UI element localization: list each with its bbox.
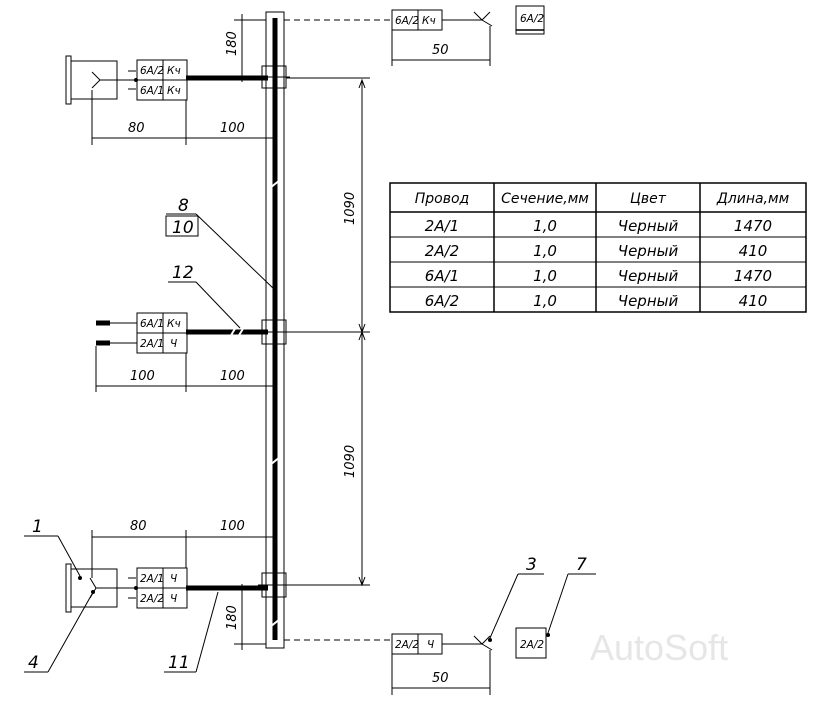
middle-left-branch: 6А/1 Кч 2А/1 Ч [96, 312, 268, 354]
callout-7: 7 [576, 555, 587, 575]
table-header: Провод [415, 191, 469, 207]
wire-label: 2А/2 [395, 639, 419, 651]
table-cell: 1470 [734, 217, 772, 235]
wire-label: 6А/2 [140, 65, 164, 77]
callout-4: 4 [28, 653, 39, 673]
table-cell: 1,0 [533, 217, 557, 235]
dimension-text: 100 [130, 369, 155, 384]
table-cell: Черный [618, 292, 679, 310]
color-label: Ч [427, 639, 434, 651]
wire-label: 2А/1 [140, 573, 164, 585]
top-branch: 6А/2 Кч 6А/2 50 180 [225, 5, 545, 82]
main-trunk [265, 11, 390, 649]
wire-label: 6А/1 [140, 85, 164, 97]
table-cell: 6А/2 [425, 292, 459, 310]
watermark: AutoSoft [590, 627, 728, 668]
callout-8: 8 [178, 196, 189, 216]
wire-table: Провод Сечение,мм Цвет Длина,мм 2А/1 1,0… [389, 182, 807, 313]
table-cell: Черный [618, 242, 679, 260]
table-cell: Черный [618, 267, 679, 285]
vertical-1090-dimensions: 1090 1090 [286, 77, 370, 587]
upper-left-branch: 6А/2 Кч 6А/1 Кч [65, 55, 268, 105]
dimension-text: 100 [220, 369, 245, 384]
dimension-text: 50 [432, 43, 449, 58]
table-header: Длина,мм [716, 191, 790, 207]
dimension-text: 100 [220, 519, 245, 534]
table-cell: 6А/1 [425, 267, 459, 285]
callout-leaders [24, 213, 596, 673]
wire-label: 6А/1 [140, 318, 164, 330]
color-label: Кч [422, 15, 436, 27]
color-label: Кч [167, 318, 181, 330]
color-label: Ч [170, 573, 177, 585]
dimension-text: 180 [225, 31, 240, 56]
lower-left-dimensions: 80 100 [91, 519, 275, 578]
table-cell: 410 [739, 292, 768, 310]
table-header: Сечение,мм [501, 191, 589, 207]
table-cell: 410 [739, 242, 768, 260]
wire-label: 2А/2 [140, 593, 164, 605]
dimension-text: 1090 [343, 445, 358, 478]
table-cell: 1,0 [533, 242, 557, 260]
wire-label: 6А/2 [395, 15, 419, 27]
callout-11: 11 [168, 653, 190, 673]
bottom-branch: 2А/2 Ч 2А/2 50 180 [225, 584, 550, 695]
color-label: Ч [170, 338, 177, 350]
middle-left-dimensions: 100 100 [95, 346, 275, 392]
dimension-text: 50 [432, 671, 449, 686]
table-cell: Черный [618, 217, 679, 235]
color-label: Кч [167, 65, 181, 77]
color-label: Ч [170, 593, 177, 605]
table-cell: 2А/2 [425, 242, 459, 260]
table-cell: 2А/1 [425, 217, 459, 235]
middle-junction [258, 316, 370, 350]
callout-12: 12 [172, 263, 194, 283]
wire-label: 2А/1 [140, 338, 164, 350]
upper-left-dimensions: 80 100 [91, 90, 275, 145]
terminal-label: 6А/2 [520, 13, 544, 25]
terminal-label: 2А/2 [520, 639, 544, 651]
callout-10: 10 [172, 218, 194, 238]
dimension-text: 100 [220, 121, 245, 136]
table-cell: 1470 [734, 267, 772, 285]
lower-junction [258, 569, 370, 603]
table-cell: 1,0 [533, 292, 557, 310]
dimension-text: 80 [130, 519, 147, 534]
dimension-text: 180 [225, 605, 240, 630]
callout-1: 1 [32, 517, 43, 537]
table-header: Цвет [630, 191, 667, 207]
dimension-text: 80 [128, 121, 145, 136]
dimension-text: 1090 [343, 192, 358, 225]
color-label: Кч [167, 85, 181, 97]
table-cell: 1,0 [533, 267, 557, 285]
callout-3: 3 [526, 555, 537, 575]
